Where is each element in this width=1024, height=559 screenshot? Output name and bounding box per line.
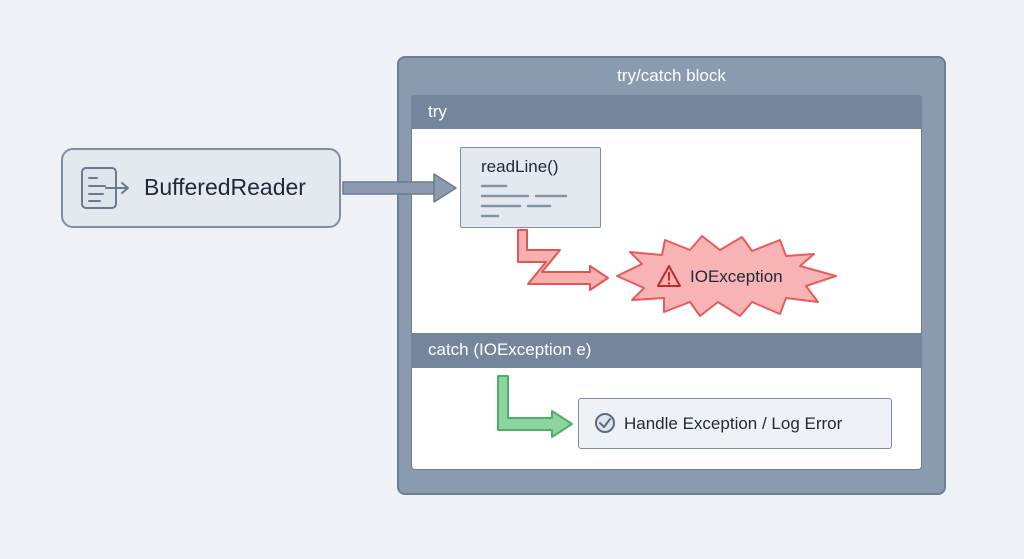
catch-section-label: catch (IOException e) [428, 340, 592, 359]
document-arrow-icon [81, 167, 129, 209]
try-catch-block-title: try/catch block [617, 66, 726, 85]
try-section-label: try [428, 102, 447, 121]
reader-to-readline-arrow [342, 173, 457, 203]
handle-exception-label: Handle Exception / Log Error [624, 414, 843, 433]
buffered-reader-label: BufferedReader [144, 174, 306, 200]
code-lines-icon [480, 184, 568, 218]
catch-section-header: catch (IOException e) [411, 333, 922, 368]
ioexception-burst [616, 235, 837, 317]
catch-to-handler-arrow [497, 375, 573, 438]
readline-call-box [460, 147, 601, 228]
try-section-header: try [411, 95, 922, 129]
handle-exception-box [578, 398, 892, 449]
ioexception-label: IOException [690, 267, 783, 286]
warning-icon [657, 265, 681, 287]
check-circle-icon [595, 413, 615, 433]
exception-thrown-arrow [517, 229, 609, 291]
readline-call-label: readLine() [481, 157, 559, 176]
